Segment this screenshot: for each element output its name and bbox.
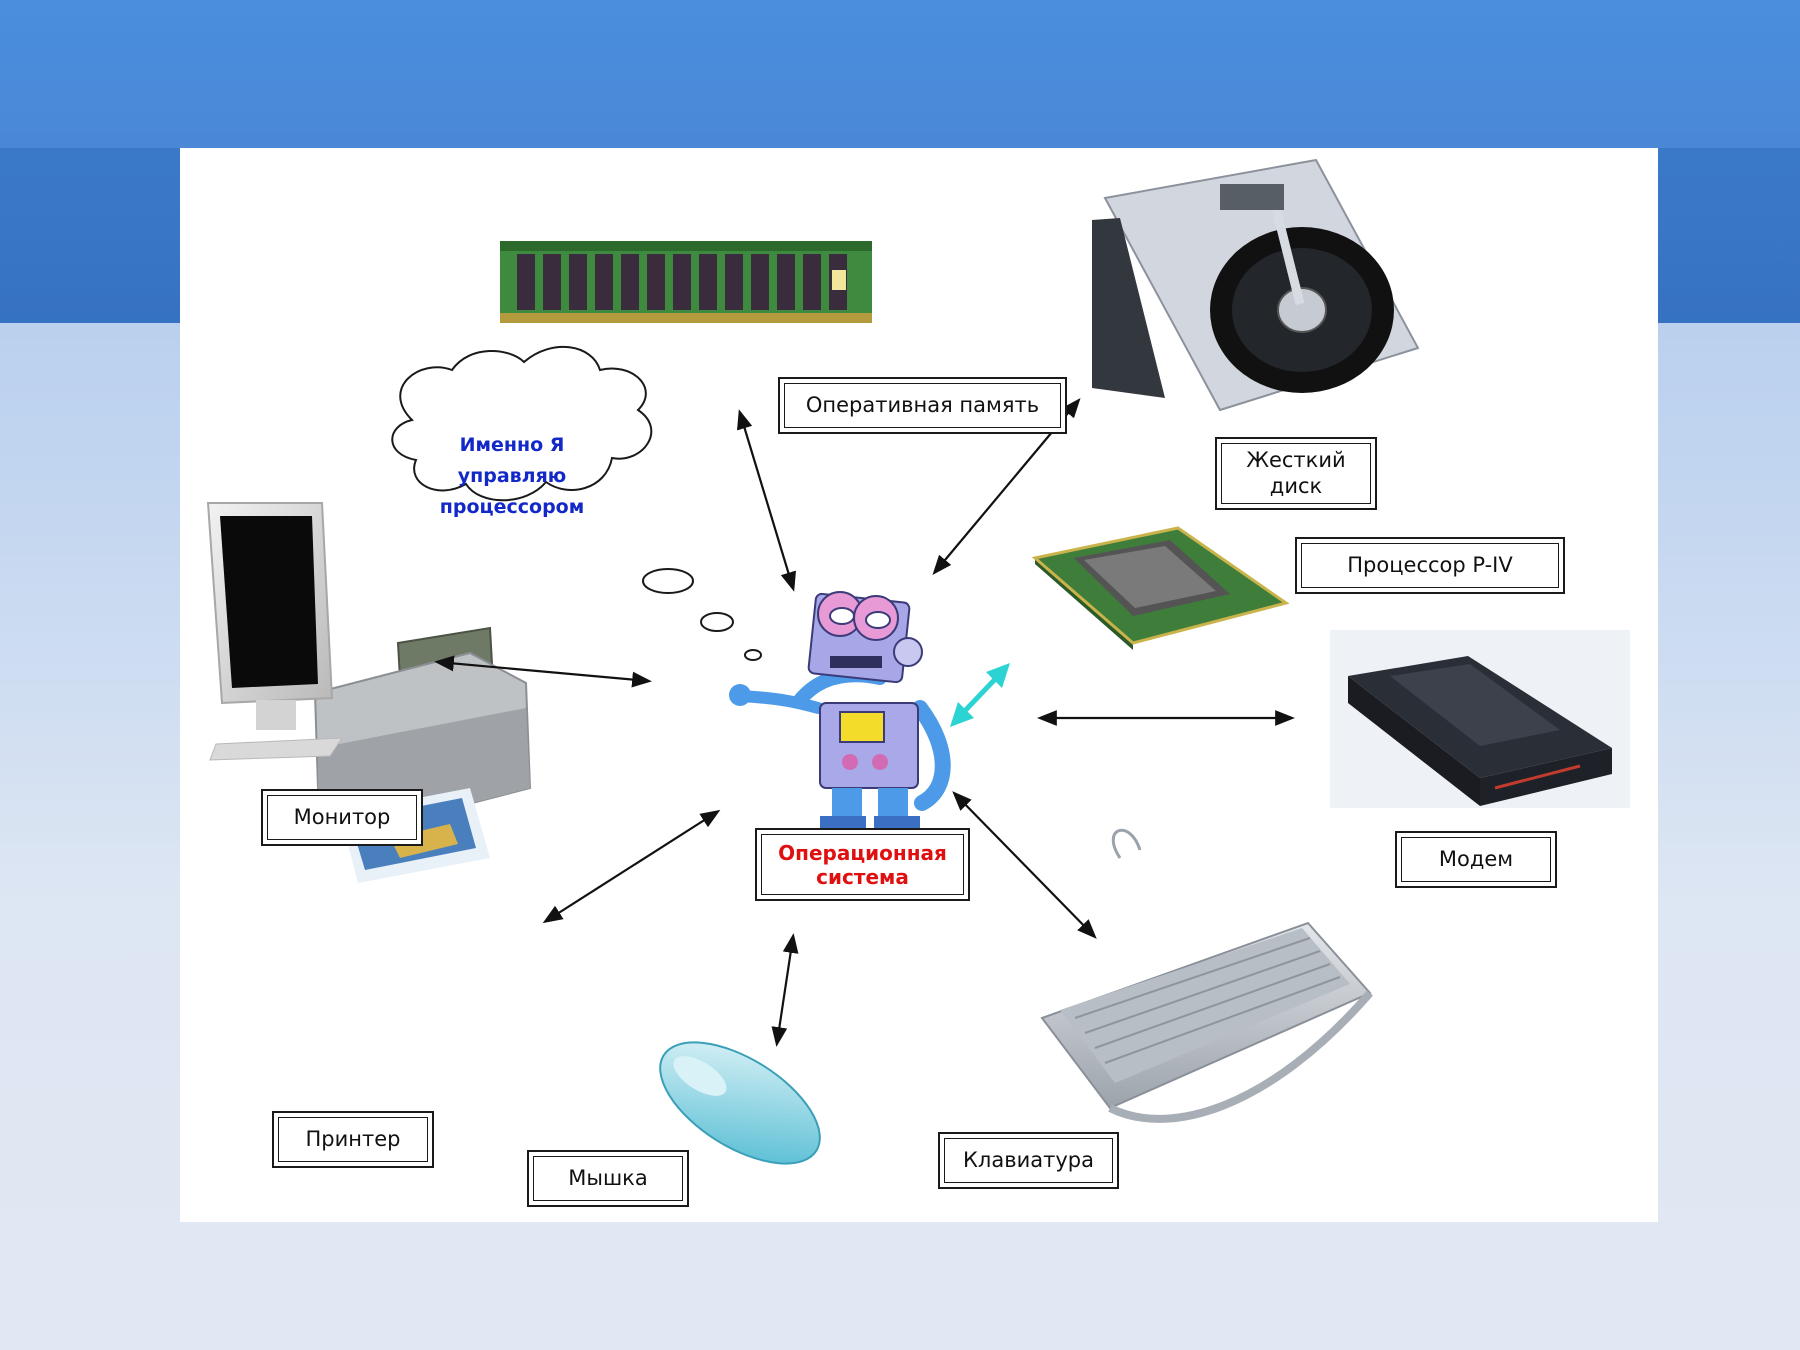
- label-hdd: Жесткий диск: [1215, 437, 1377, 510]
- label-modem-text: Модем: [1401, 837, 1551, 882]
- arrow-ram: [737, 409, 796, 592]
- arrow-keyboard: [952, 791, 1097, 939]
- label-cpu-text: Процессор P-IV: [1301, 543, 1559, 588]
- label-mouse-text: Мышка: [533, 1156, 683, 1201]
- cpu-link-arrow: [950, 663, 1010, 727]
- cloud-text: Именно Я управляю процессором: [439, 434, 585, 518]
- label-modem: Модем: [1395, 831, 1557, 888]
- device-diagram: [206, 158, 1630, 1165]
- header-band: [0, 0, 1800, 148]
- label-monitor-text: Монитор: [267, 795, 417, 840]
- label-keyboard: Клавиатура: [938, 1132, 1119, 1189]
- ram-module-icon: [500, 241, 872, 323]
- keyboard-icon: [1040, 828, 1374, 1123]
- label-hdd-text: Жесткий диск: [1221, 443, 1371, 504]
- printer-icon: [313, 626, 532, 883]
- slide-content: Именно Я управляю процессором Оперативна…: [180, 148, 1658, 1222]
- label-cpu: Процессор P-IV: [1295, 537, 1565, 594]
- hard-disk-icon: [1092, 158, 1420, 412]
- label-ram: Оперативная память: [778, 377, 1067, 434]
- label-ram-text: Оперативная память: [784, 383, 1061, 428]
- label-os-text: Операционная система: [761, 834, 964, 895]
- label-os: Операционная система: [755, 828, 970, 901]
- label-mouse: Мышка: [527, 1150, 689, 1207]
- arrow-monitor: [434, 655, 652, 688]
- mouse-icon: [659, 1041, 821, 1165]
- label-printer-text: Принтер: [278, 1117, 428, 1162]
- label-printer: Принтер: [272, 1111, 434, 1168]
- arrow-printer: [542, 809, 721, 924]
- thought-cloud-icon: [391, 345, 762, 661]
- label-monitor: Монитор: [261, 789, 423, 846]
- robot-icon: [729, 591, 951, 828]
- modem-icon: [1330, 630, 1630, 808]
- cpu-chip-icon: [1031, 526, 1290, 650]
- monitor-icon: [206, 502, 343, 761]
- arrow-mouse: [771, 933, 799, 1047]
- label-keyboard-text: Клавиатура: [944, 1138, 1113, 1183]
